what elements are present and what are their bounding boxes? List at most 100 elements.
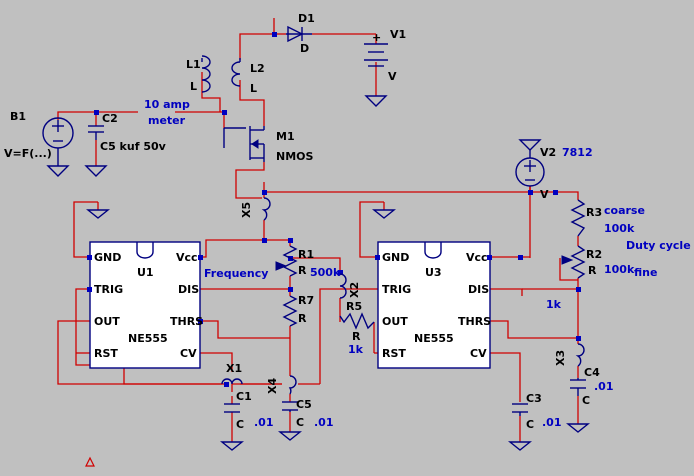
v1-battery: + V1 V	[364, 28, 406, 107]
u3-pin-rst: RST	[382, 347, 406, 360]
v2-value: V	[540, 188, 549, 201]
u3-name: U3	[425, 266, 442, 279]
v1-value: V	[388, 70, 397, 83]
r2-value: R	[588, 264, 597, 277]
r7-label: R7	[298, 294, 314, 307]
m1-nmos: M1 NMOS	[223, 126, 314, 163]
c3-label: C3	[526, 392, 542, 405]
l2-label: L2	[250, 62, 265, 75]
u1-ne555: GND TRIG OUT RST Vcc DIS THRS CV U1 NE55…	[87, 241, 203, 369]
r3-resistor: R3 coarse 100k	[570, 199, 645, 237]
u3-pin-cv: CV	[470, 347, 487, 360]
x5-label: X5	[240, 202, 253, 218]
c5-label: C5	[296, 398, 312, 411]
u3-pin-trig: TRIG	[382, 283, 411, 296]
u1-name: U1	[137, 266, 154, 279]
c1-value: C	[236, 418, 244, 431]
r3-label: R3	[586, 206, 602, 219]
duty-cycle-label: Duty cycle	[626, 239, 691, 252]
c3-capacitance: .01	[542, 416, 562, 429]
b1-label: B1	[10, 110, 26, 123]
c4-capacitor: C4 C .01	[570, 366, 614, 407]
b1-value: V=F(...)	[4, 147, 52, 160]
c1-label: C1	[236, 390, 252, 403]
r7-value: R	[298, 312, 307, 325]
c4-capacitance: .01	[594, 380, 614, 393]
onek-label: 1k	[546, 298, 562, 311]
c3-value: C	[526, 418, 534, 431]
c1-capacitor: C1 C .01	[224, 390, 274, 431]
x3-crossover: X3	[554, 343, 585, 367]
u1-pin-rst: RST	[94, 347, 118, 360]
r2-label: R2	[586, 248, 602, 261]
r7-resistor: R7 R	[282, 294, 314, 327]
origin-marker-icon	[85, 456, 95, 467]
u3-pin-out: OUT	[382, 315, 408, 328]
u3-part: NE555	[414, 332, 454, 345]
x1-label: X1	[226, 362, 242, 375]
x3-label: X3	[554, 350, 567, 366]
u1-pin-dis: DIS	[178, 283, 199, 296]
d1-label: D1	[298, 12, 315, 25]
frequency-label: Frequency	[204, 267, 268, 280]
ground-symbols	[86, 209, 590, 451]
c4-value: C	[582, 394, 590, 407]
ammeter-label-2: meter	[148, 114, 186, 127]
r1-value: R	[298, 264, 307, 277]
u1-pin-trig: TRIG	[94, 283, 123, 296]
x2-label: X2	[348, 282, 361, 298]
r1-label: R1	[298, 248, 314, 261]
d1-value: D	[300, 42, 309, 55]
wires	[57, 18, 579, 442]
r1-resistance: 500k	[310, 266, 341, 279]
u3-ne555: GND TRIG OUT RST Vcc DIS THRS CV U3 NE55…	[375, 241, 492, 369]
u3-pin-thrs: THRS	[458, 315, 491, 328]
u3-pin-dis: DIS	[468, 283, 489, 296]
coupled-inductors: L1 L L2 L	[186, 55, 265, 95]
c2-label: C2	[102, 112, 118, 125]
v1-plus: +	[372, 31, 381, 44]
x4-label: X4	[266, 378, 279, 394]
r5-resistor: R5 R 1k	[339, 300, 375, 356]
c3-capacitor: C3 C .01	[512, 392, 562, 431]
v2-source: V2 7812 V	[515, 139, 593, 201]
u1-pin-vcc: Vcc	[176, 251, 198, 264]
r2-resistor: R2 R 100k fine Duty cycle 1k	[546, 239, 691, 311]
x1-crossover: X1	[221, 362, 243, 385]
l1-label: L1	[186, 58, 201, 71]
r1-resistor: R1 R 500k Frequency	[204, 245, 341, 280]
c4-label: C4	[584, 366, 600, 379]
x2-crossover: X2	[339, 273, 361, 299]
u3-pin-vcc: Vcc	[466, 251, 488, 264]
r5-label: R5	[346, 300, 362, 313]
c5-value: C	[296, 416, 304, 429]
l1-value: L	[190, 80, 197, 93]
ammeter-label-1: 10 amp	[144, 98, 190, 111]
u1-pin-thrs: THRS	[170, 315, 203, 328]
l2-value: L	[250, 82, 257, 95]
u1-pin-cv: CV	[180, 347, 197, 360]
u1-pin-out: OUT	[94, 315, 120, 328]
coarse-label: coarse	[604, 204, 645, 217]
r5-resistance: 1k	[348, 343, 364, 356]
c2-capacitor: C2 C5 kuf 50v	[84, 112, 167, 177]
fine-label: fine	[634, 266, 657, 279]
c1-capacitance: .01	[254, 416, 274, 429]
u3-pin-gnd: GND	[382, 251, 409, 264]
d1-diode: D1 D	[286, 12, 315, 55]
b1-source: B1 V=F(...)	[4, 110, 74, 177]
x4-crossover: X4	[266, 375, 297, 395]
m1-value: NMOS	[276, 150, 314, 163]
c2-value: C5 kuf 50v	[100, 140, 167, 153]
u1-pin-gnd: GND	[94, 251, 121, 264]
r5-value: R	[352, 330, 361, 343]
v1-label: V1	[390, 28, 406, 41]
m1-label: M1	[276, 130, 295, 143]
x5-crossover: X5	[240, 197, 271, 221]
c5-capacitance: .01	[314, 416, 334, 429]
r3-resistance: 100k	[604, 222, 635, 235]
v2-name: 7812	[562, 146, 593, 159]
u1-part: NE555	[128, 332, 168, 345]
